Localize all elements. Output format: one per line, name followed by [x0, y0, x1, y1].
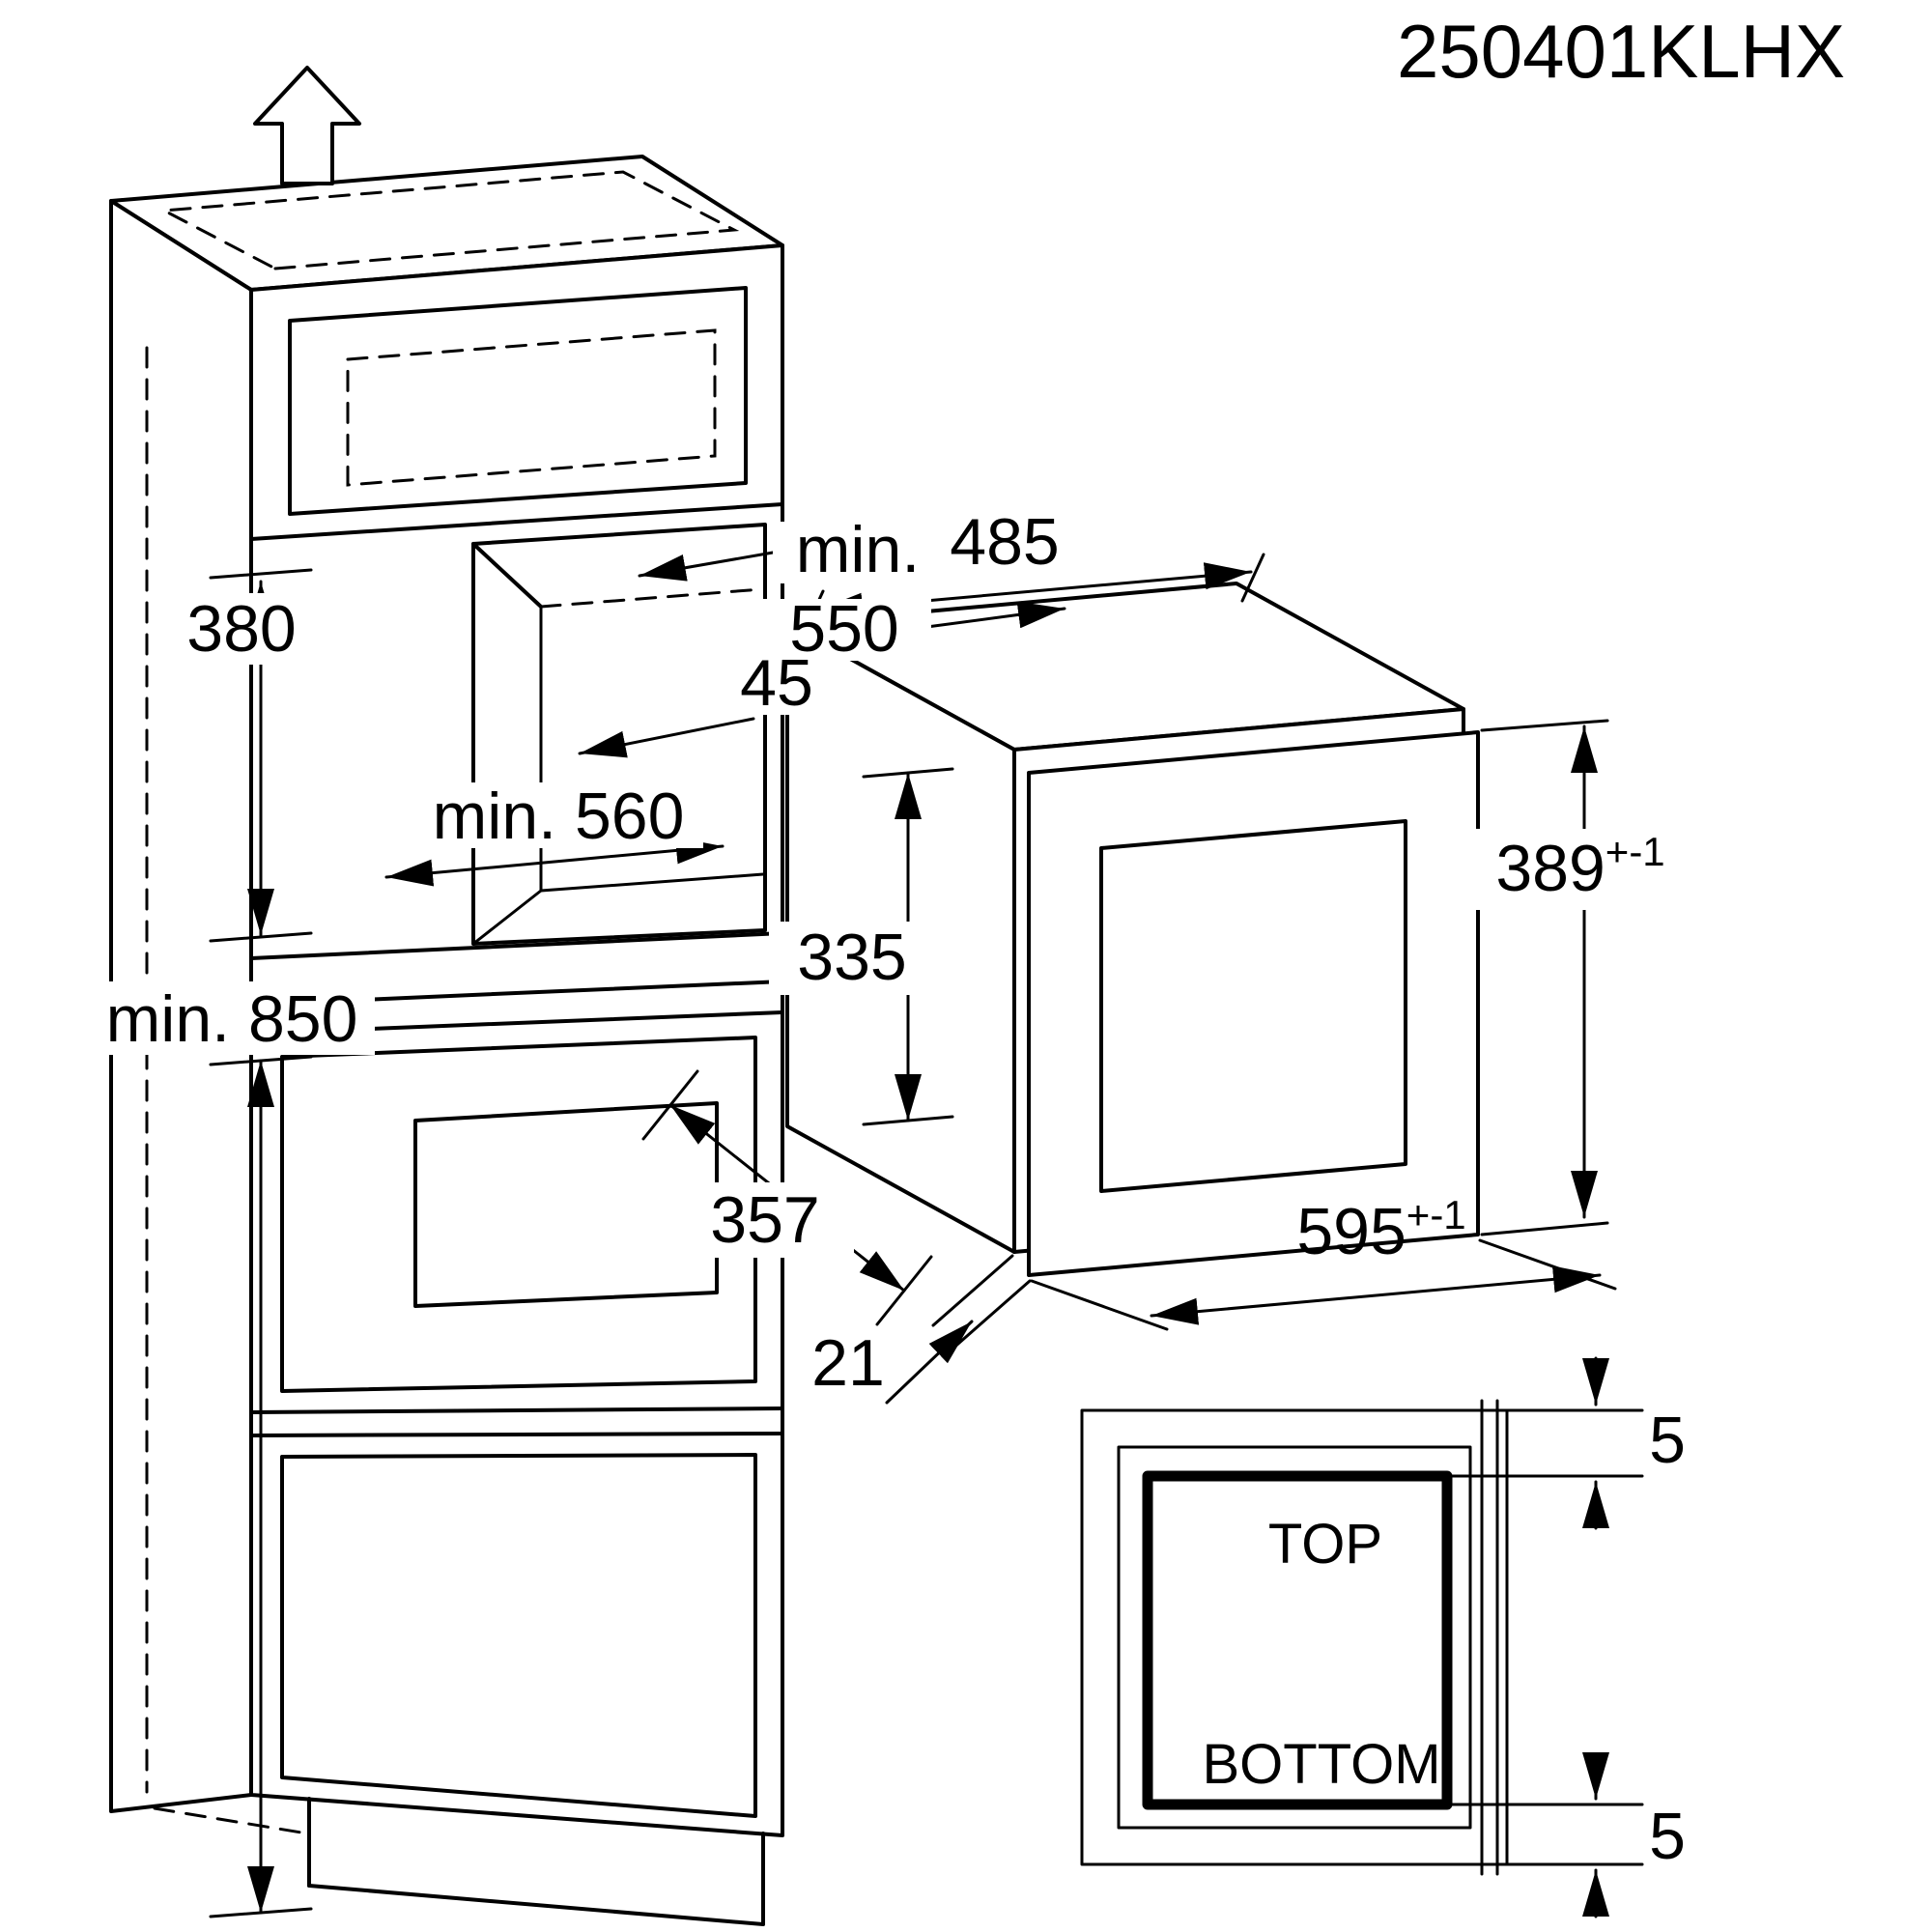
dimension-gap-bottom-5: [1445, 1752, 1644, 1918]
dimension-depth-min-560: [384, 837, 724, 887]
dimension-cutout-height-389: [1480, 719, 1609, 1236]
detail-inner-frame: [1117, 1445, 1472, 1830]
label-width-595: 595+-1: [1296, 1192, 1465, 1268]
label-inner-depth-357: 357: [710, 1183, 819, 1257]
label-width-min-value: 550: [789, 592, 898, 666]
oven-door: [280, 1036, 757, 1393]
label-appliance-485: 485: [950, 505, 1059, 579]
plinth: [307, 1797, 765, 1926]
cabinet-hidden-lines: [145, 170, 763, 1835]
label-door-overlap-21: 21: [811, 1326, 885, 1400]
oven-door-window: [413, 1101, 719, 1308]
label-depth-min-560: min. 560: [433, 780, 685, 853]
dimension-gap-top-5: [1445, 1356, 1644, 1530]
label-bottom: BOTTOM: [1202, 1733, 1440, 1796]
label-gap-bottom-5: 5: [1649, 1800, 1686, 1873]
dimension-height-min-850: [209, 1055, 313, 1918]
up-arrow-icon: [253, 66, 361, 185]
dimension-door-overlap-21: [885, 1254, 1032, 1405]
dimension-lines: [209, 551, 1617, 1918]
label-cutout-height-389: 389+-1: [1495, 829, 1664, 905]
label-gap-top-5: 5: [1649, 1404, 1686, 1477]
part-code: 250401KLHX: [1397, 9, 1845, 94]
dimension-width-595: [1030, 1238, 1617, 1331]
microwave-door: [1027, 730, 1480, 1277]
top-compartment-opening: [288, 286, 748, 516]
label-height-min-850: min. 850: [106, 982, 358, 1056]
labels: 250401KLHX min. 550 45 380 min. 560 min.…: [85, 9, 1845, 1873]
detail-microwave-front: [1142, 1470, 1453, 1810]
detail-outer-frame: [1080, 1408, 1509, 1866]
detail-view: [1080, 1356, 1644, 1918]
microwave-door-window: [1099, 819, 1407, 1193]
label-top: TOP: [1268, 1513, 1382, 1576]
label-clearance-45: 45: [740, 646, 813, 720]
lower-door-panel: [280, 1453, 757, 1818]
dimension-clearance-45: [578, 717, 755, 758]
label-niche-height-380: 380: [186, 592, 296, 666]
label-width-min-prefix: min.: [796, 513, 920, 586]
label-body-height-335: 335: [797, 921, 906, 994]
